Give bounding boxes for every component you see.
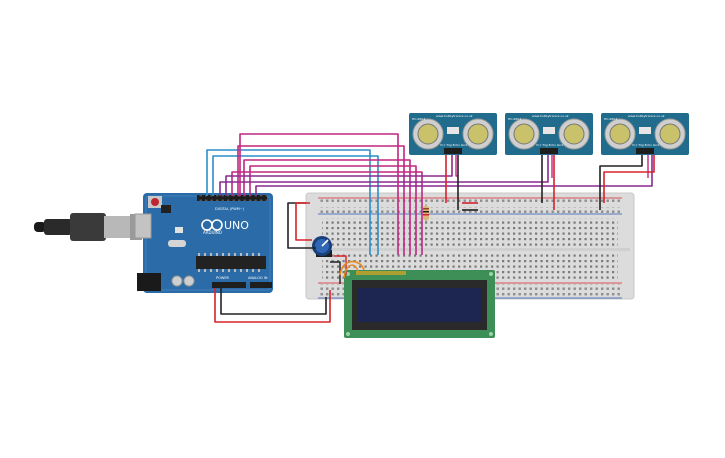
svg-text:HC-SR04: HC-SR04 — [604, 117, 617, 121]
digital-header-label: DIGITAL (PWM~) — [215, 207, 245, 211]
svg-text:Vcc Trig Echo Gnd: Vcc Trig Echo Gnd — [536, 143, 563, 147]
arduino-logo-icon — [201, 219, 223, 231]
resistor[interactable] — [423, 204, 429, 222]
potentiometer-knob[interactable] — [312, 236, 332, 257]
power-header-label: POWER — [216, 276, 230, 280]
svg-text:Vcc Trig Echo Gnd: Vcc Trig Echo Gnd — [440, 143, 467, 147]
svg-text:www.hobbytronics.co.uk: www.hobbytronics.co.uk — [436, 114, 473, 118]
wires — [206, 133, 655, 323]
svg-text:Vcc Trig Echo Gnd: Vcc Trig Echo Gnd — [632, 143, 659, 147]
ultrasonic-sensor-1[interactable]: HC-SR04 www.hobbytronics.co.uk Vcc Trig … — [409, 113, 497, 155]
svg-text:www.hobbytronics.co.uk: www.hobbytronics.co.uk — [628, 114, 665, 118]
svg-text:www.hobbytronics.co.uk: www.hobbytronics.co.uk — [532, 114, 569, 118]
svg-text:HC-SR04: HC-SR04 — [412, 117, 425, 121]
board-model: UNO — [224, 219, 249, 232]
svg-text:HC-SR04: HC-SR04 — [508, 117, 521, 121]
ultrasonic-sensor-2[interactable]: HC-SR04 www.hobbytronics.co.uk Vcc Trig … — [505, 113, 593, 155]
usb-cable[interactable] — [34, 213, 142, 241]
board-brand: ARDUINO — [203, 230, 222, 235]
analog-header-label: ANALOG IN — [248, 276, 268, 280]
ultrasonic-sensor-3[interactable]: HC-SR04 www.hobbytronics.co.uk Vcc Trig … — [601, 113, 689, 155]
arduino-uno-board[interactable]: UNO ARDUINO DIGITAL (PWM~) POWER ANALOG … — [134, 193, 273, 293]
reset-button[interactable] — [151, 198, 159, 206]
lcd-display[interactable] — [344, 270, 495, 338]
